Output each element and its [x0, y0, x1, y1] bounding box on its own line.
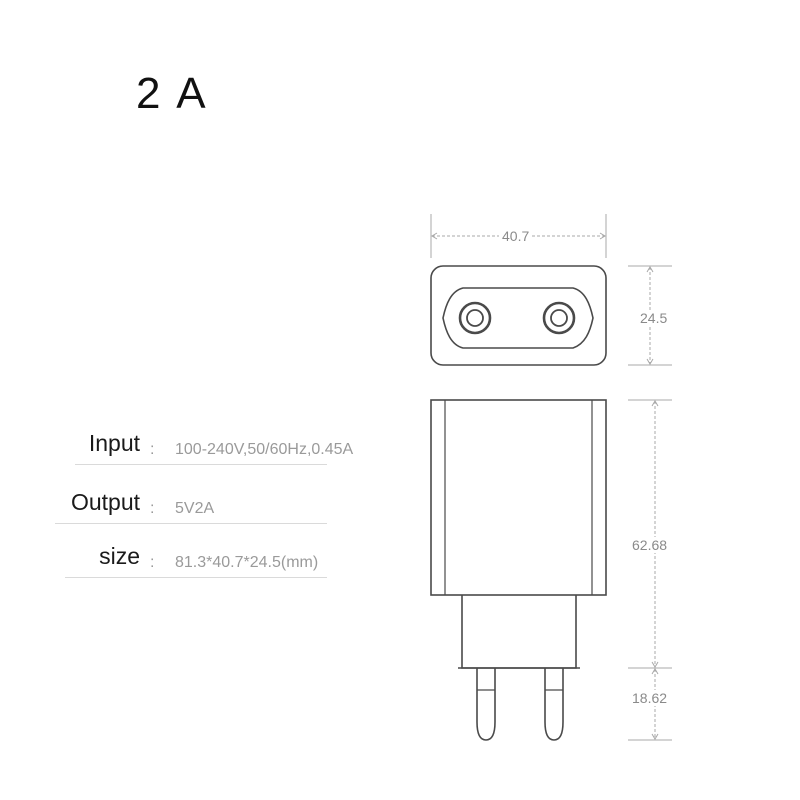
spec-row-output: Output : 5V2A	[0, 484, 400, 524]
spec-value-size: 81.3*40.7*24.5(mm)	[175, 554, 319, 571]
spec-colon: :	[150, 441, 155, 458]
charger-side-view	[430, 399, 607, 741]
spec-row-size: size : 81.3*40.7*24.5(mm)	[0, 538, 400, 578]
body-height-dimension	[628, 399, 672, 669]
spec-divider	[65, 577, 327, 578]
body-height-dimension-label: 62.68	[629, 537, 671, 553]
spec-row-input: Input : 100-240V,50/60Hz,0.45A	[0, 425, 400, 465]
depth-dimension	[628, 265, 672, 366]
spec-value-input: 100-240V,50/60Hz,0.45A	[175, 441, 354, 458]
spec-divider	[55, 523, 327, 524]
spec-colon: :	[150, 554, 155, 571]
charger-front-view	[430, 265, 607, 366]
spec-divider	[75, 464, 327, 465]
pin-length-dimension-label: 18.62	[629, 690, 671, 706]
width-dimension-label: 40.7	[499, 228, 533, 244]
spec-value-output: 5V2A	[175, 500, 215, 517]
spec-label-size: size	[99, 543, 140, 569]
depth-dimension-label: 24.5	[637, 310, 671, 326]
page-title: 2 A	[136, 69, 209, 118]
spec-label-input: Input	[88, 430, 140, 456]
spec-label-output: Output	[70, 489, 140, 515]
spec-colon: :	[150, 500, 155, 517]
